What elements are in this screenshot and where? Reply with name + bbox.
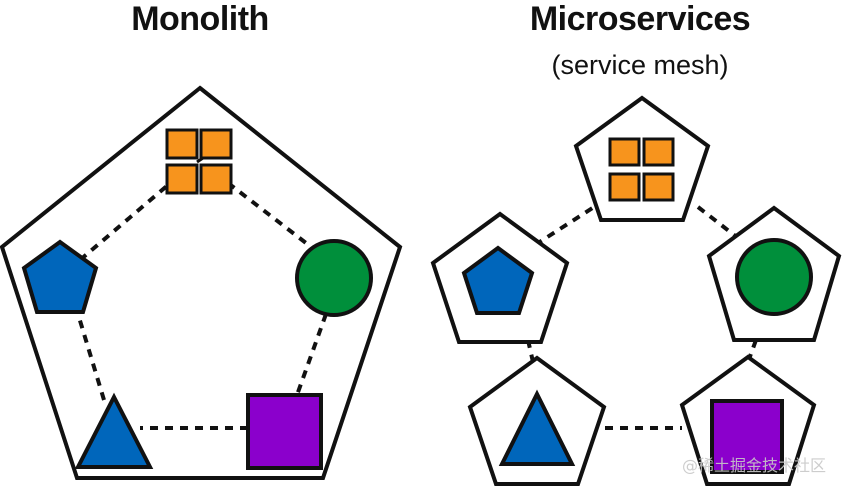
microservices-subtitle: (service mesh) (551, 50, 729, 80)
monolith-orange-four-squares (165, 128, 233, 195)
mesh-link-top-right (696, 205, 740, 240)
monolith-boundary-pentagon (0, 85, 403, 480)
monolith-purple-square (246, 393, 323, 470)
service-blue-triangle (467, 355, 607, 486)
monolith-green-circle (295, 239, 373, 317)
link-orange-green (226, 181, 308, 245)
monolith-title: Monolith (131, 0, 269, 38)
link-pentagon-orange (78, 183, 170, 262)
service-purple-square (679, 354, 817, 486)
green-circle (735, 238, 813, 316)
service-boundary-pentagon (573, 95, 711, 222)
monolith-diagram (0, 85, 403, 480)
purple-square (710, 399, 784, 474)
monolith-orange-cross-line (196, 156, 204, 164)
service-blue-pentagon (430, 211, 570, 344)
service-green-circle (706, 205, 842, 342)
watermark: @稀土掘金技术社区 (681, 456, 826, 475)
orange-four-squares (608, 137, 675, 202)
mesh-link-left-top (533, 205, 596, 247)
blue-pentagon (461, 245, 535, 315)
service-orange (573, 95, 711, 222)
monolith-blue-triangle (74, 392, 154, 469)
monolith-blue-pentagon (21, 239, 99, 314)
microservices-diagram (430, 95, 842, 486)
blue-triangle (498, 389, 576, 466)
monolith-dashed-links (76, 181, 328, 430)
microservices-title: Microservices (529, 0, 751, 38)
